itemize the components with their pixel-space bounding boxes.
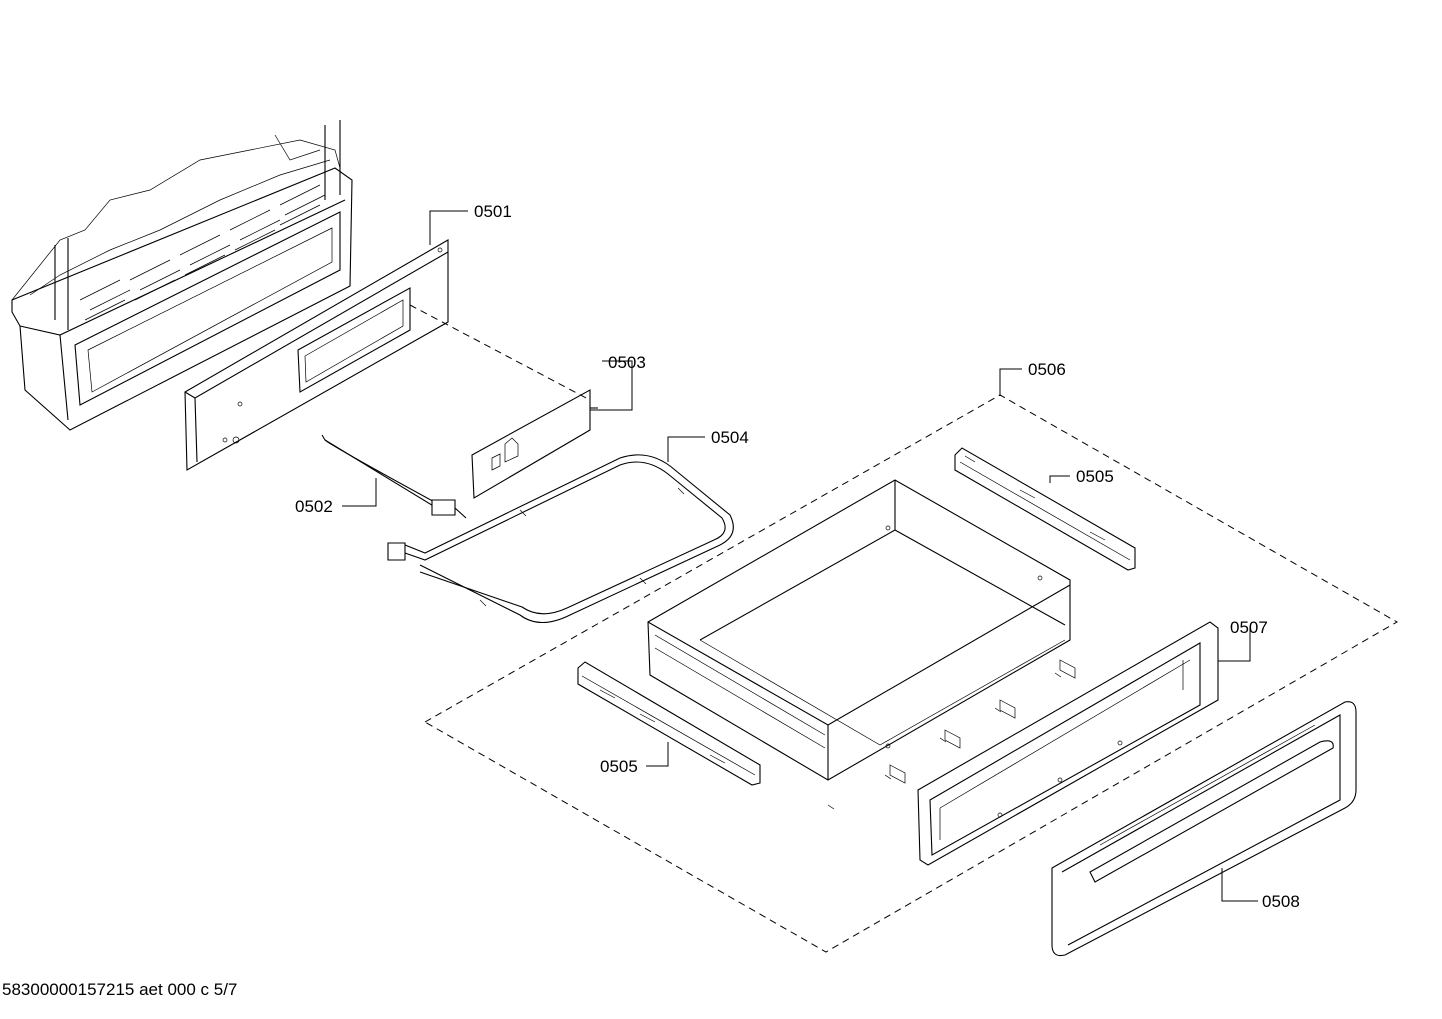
callout-0504: 0504 xyxy=(711,428,749,447)
callout-0508: 0508 xyxy=(1262,892,1300,911)
callout-0507: 0507 xyxy=(1230,618,1268,637)
callout-0505-top: 0505 xyxy=(1076,467,1114,486)
leader-lines xyxy=(342,210,1258,902)
part-0503-cover-plate xyxy=(471,389,598,499)
part-0507-front-panel xyxy=(917,621,1219,866)
fasteners xyxy=(827,659,1076,810)
part-0502-sensor xyxy=(321,434,467,519)
part-0505-rail-top xyxy=(954,447,1136,571)
callout-0506: 0506 xyxy=(1028,360,1066,379)
callout-0503: 0503 xyxy=(608,353,646,372)
assembly-0506-boundary xyxy=(423,394,1399,953)
part-0505-rail-bottom xyxy=(577,661,761,786)
drawer-box xyxy=(647,479,1071,781)
callout-0502: 0502 xyxy=(295,497,333,516)
callout-0501: 0501 xyxy=(474,202,512,221)
part-0504-heating-element xyxy=(387,454,734,624)
part-0508-drawer-front xyxy=(1051,701,1357,957)
callout-0505-bottom: 0505 xyxy=(600,757,638,776)
oven-housing xyxy=(11,120,353,431)
document-id: 58300000157215 aet 000 c 5/7 xyxy=(2,980,238,999)
part-0501-rear-panel xyxy=(184,239,449,471)
